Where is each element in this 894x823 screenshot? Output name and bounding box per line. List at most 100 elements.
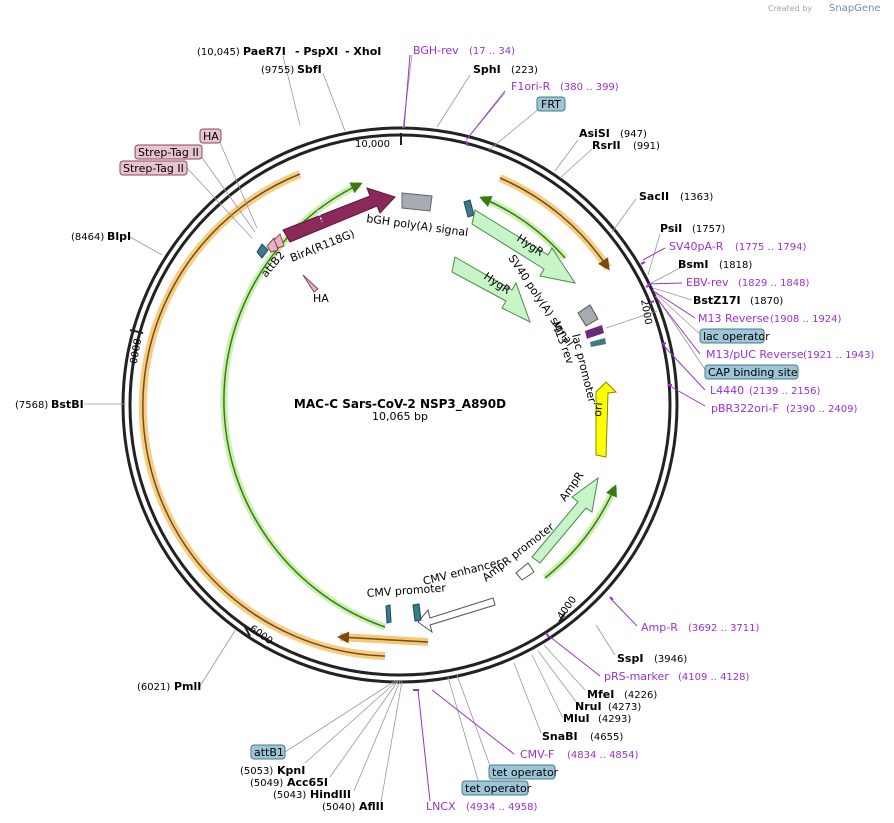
- snapgene-logo-text: SnapGene: [829, 3, 881, 14]
- kpni-label[interactable]: KpnI: [277, 764, 305, 777]
- lncx-range: (4934 .. 4958): [466, 802, 538, 813]
- sbfi-pos: (9755): [261, 65, 294, 76]
- sv40pa-r-range: (1775 .. 1794): [735, 242, 807, 253]
- callout-lines: [84, 54, 707, 803]
- xhoi-label[interactable]: - XhoI: [345, 45, 381, 58]
- primer-callouts: [403, 54, 706, 802]
- aflii-label[interactable]: AflII: [359, 800, 384, 813]
- mlui-pos: (4293): [598, 714, 631, 725]
- nrui-pos: (4273): [608, 702, 641, 713]
- attb1-label[interactable]: attB1: [254, 746, 284, 759]
- asisi-pos: (947): [620, 129, 647, 140]
- acc65i-pos: (5049): [250, 778, 283, 789]
- ha-inner-label: HA: [313, 292, 329, 305]
- ebv-rev-range: (1829 .. 1848): [738, 278, 810, 289]
- snabi-label[interactable]: SnaBI: [542, 730, 578, 743]
- ha-inner-feature[interactable]: [302, 274, 319, 293]
- bgh-rev-range: (17 .. 34): [469, 46, 515, 57]
- strep-tag-2-label[interactable]: Strep-Tag II: [123, 162, 184, 175]
- hygr-feature-2[interactable]: [451, 256, 531, 324]
- aflii-pos: (5040): [322, 802, 355, 813]
- sphi-pos: (223): [511, 65, 538, 76]
- kpni-pos: (5053): [240, 766, 273, 777]
- orf-arc-hygr-green-line: [479, 195, 566, 259]
- asisi-label[interactable]: AsiSI: [579, 127, 610, 140]
- hygr-feature-1[interactable]: [471, 209, 577, 284]
- bstz17i-pos: (1870): [750, 296, 783, 307]
- sbfi-label[interactable]: SbfI: [297, 63, 322, 76]
- pbr322ori-f-label[interactable]: pBR322ori-F: [711, 402, 779, 415]
- sspi-label[interactable]: SspI: [617, 652, 643, 665]
- bstbi-label[interactable]: BstBI: [51, 398, 84, 411]
- f1ori-r-label[interactable]: F1ori-R: [511, 80, 551, 93]
- acc65i-label[interactable]: Acc65I: [287, 776, 328, 789]
- pmli-pos: (6021): [137, 682, 170, 693]
- psii-pos: (1757): [692, 224, 725, 235]
- primer-marks: [413, 140, 672, 691]
- orf-arc-ampr-green-line: [544, 484, 617, 579]
- mfei-label[interactable]: MfeI: [587, 688, 614, 701]
- cap-site-label[interactable]: CAP binding site: [708, 366, 798, 379]
- ebv-rev-label[interactable]: EBV-rev: [686, 276, 729, 289]
- rsrii-label[interactable]: RsrII: [592, 139, 621, 152]
- bira-feature[interactable]: [282, 187, 396, 243]
- nrui-label[interactable]: NruI: [575, 700, 602, 713]
- hindiii-label[interactable]: HindIII: [310, 788, 351, 801]
- ori-feature[interactable]: [595, 381, 618, 458]
- plasmid-name: MAC-C Sars-CoV-2 NSP3_A890D: [294, 397, 506, 412]
- paer7i-pos: (10,045): [197, 47, 240, 58]
- l4440-label[interactable]: L4440: [710, 384, 744, 397]
- blpi-pos: (8464): [71, 232, 104, 243]
- l4440-range: (2139 .. 2156): [749, 386, 821, 397]
- ampr-feature[interactable]: [531, 476, 599, 564]
- orf-arc-bottom-orange-line: [337, 631, 429, 644]
- bstbi-pos: (7568): [15, 400, 48, 411]
- bgh-polya-feature[interactable]: [401, 192, 433, 212]
- strep-tag-1-label[interactable]: Strep-Tag II: [138, 146, 199, 159]
- amp-r-label[interactable]: Amp-R: [641, 621, 678, 634]
- m13-reverse-label[interactable]: M13 Reverse: [698, 312, 769, 325]
- frt-label[interactable]: FRT: [541, 98, 561, 111]
- tick-label-10000: 10,000: [355, 139, 390, 150]
- rsrii-pos: (991): [633, 141, 660, 152]
- f1ori-r-range: (380 .. 399): [560, 82, 619, 93]
- mfei-pos: (4226): [624, 690, 657, 701]
- cmv-promoter-label: CMV promoter: [366, 581, 446, 600]
- m13puc-reverse-label[interactable]: M13/pUC Reverse: [706, 348, 804, 361]
- tick-label-8000: 8000: [127, 337, 142, 364]
- orf-arc-top-right-line: [499, 177, 610, 271]
- tet-operator-2-label[interactable]: tet operator: [465, 782, 532, 795]
- ampr-promoter-feature[interactable]: [515, 562, 535, 581]
- pbr322ori-f-range: (2390 .. 2409): [786, 404, 858, 415]
- paer7i-label[interactable]: PaeR7I: [243, 45, 286, 58]
- blpi-label[interactable]: BlpI: [107, 230, 131, 243]
- prs-marker-label[interactable]: pRS-marker: [604, 670, 669, 683]
- amp-r-range: (3692 .. 3711): [688, 623, 760, 634]
- sv40pa-r-label[interactable]: SV40pA-R: [669, 240, 724, 253]
- lncx-label[interactable]: LNCX: [426, 800, 456, 813]
- m13-reverse-range: (1908 .. 1924): [770, 314, 842, 325]
- pspxi-label[interactable]: - PspXI: [295, 45, 338, 58]
- cmv-f-range: (4834 .. 4854): [567, 750, 639, 761]
- bstz17i-label[interactable]: BstZ17I: [693, 294, 741, 307]
- snabi-pos: (4655): [590, 732, 623, 743]
- bgh-polya-label: bGH poly(A) signal: [366, 212, 470, 239]
- hindiii-pos: (5043): [273, 790, 306, 801]
- psii-label[interactable]: PsiI: [660, 222, 682, 235]
- mlui-label[interactable]: MluI: [563, 712, 590, 725]
- bsmi-label[interactable]: BsmI: [678, 258, 709, 271]
- pmli-label[interactable]: PmlI: [174, 680, 201, 693]
- created-by-text: Created by: [768, 4, 812, 13]
- ha-box-label[interactable]: HA: [203, 130, 219, 143]
- bgh-rev-label[interactable]: BGH-rev: [413, 44, 459, 57]
- tet-operator-1-label[interactable]: tet operator: [492, 766, 559, 779]
- cmv-f-label[interactable]: CMV-F: [520, 748, 554, 761]
- sacii-label[interactable]: SacII: [639, 190, 669, 203]
- cmv-enhancer-feature[interactable]: [417, 597, 496, 634]
- sphi-label[interactable]: SphI: [473, 63, 501, 76]
- frt-feature[interactable]: [463, 199, 475, 218]
- bsmi-pos: (1818): [719, 260, 752, 271]
- m13puc-reverse-range: (1921 .. 1943): [803, 350, 875, 361]
- lac-operator-label[interactable]: lac operator: [703, 330, 770, 343]
